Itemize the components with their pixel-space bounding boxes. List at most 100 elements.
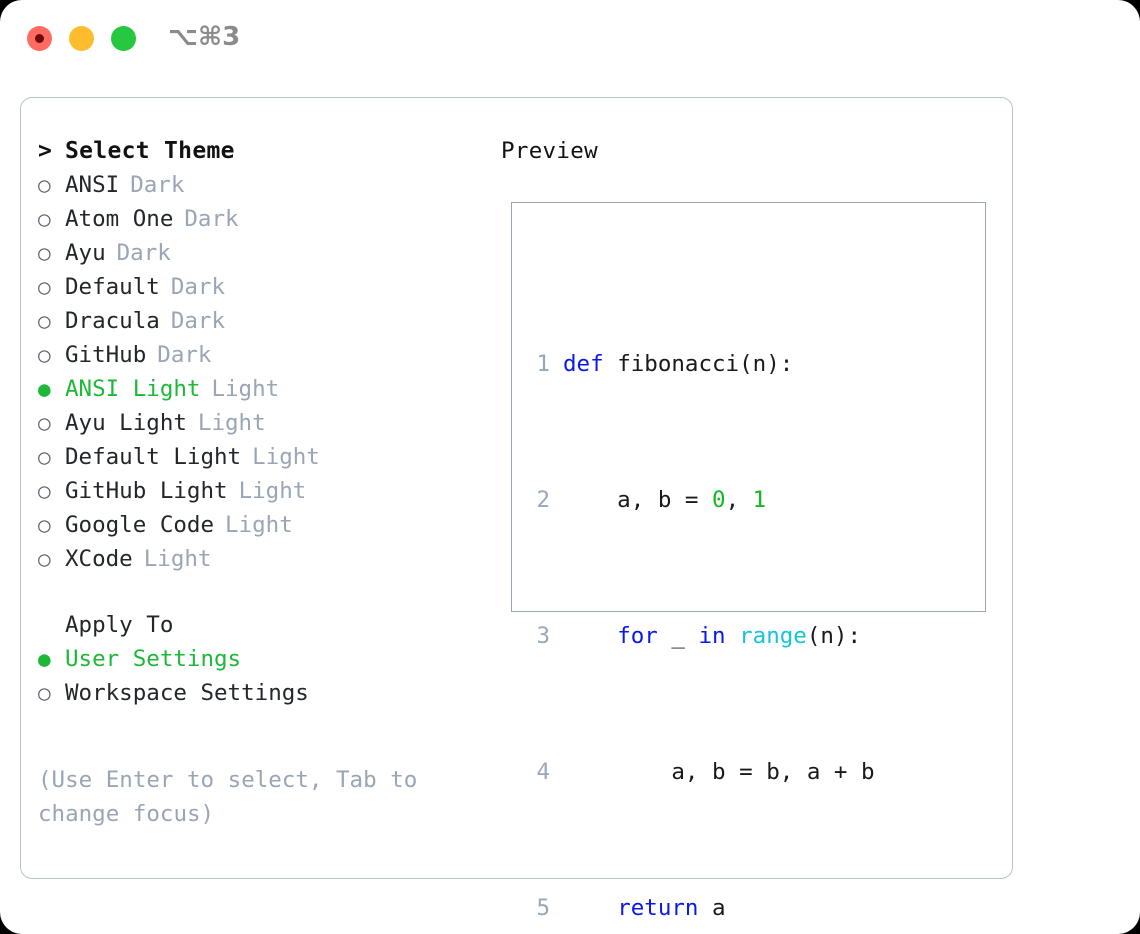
preview-pane: Preview 1 def fibonacci(n): 2 a, b = 0, 1… [501, 138, 996, 921]
minimize-button[interactable] [69, 26, 94, 51]
title-bar: ⌥⌘3 [0, 0, 1140, 78]
apply-to-user-settings[interactable]: ● User Settings [38, 646, 488, 680]
theme-name: Default [65, 274, 160, 300]
window-controls [27, 26, 136, 51]
code-token [563, 891, 617, 925]
code-token: , [725, 487, 753, 513]
code-token: a [698, 895, 726, 921]
maximize-button[interactable] [111, 26, 136, 51]
apply-to-option-label: User Settings [65, 646, 242, 672]
radio-selected-icon: ● [38, 377, 51, 401]
theme-item-atom-one-dark[interactable]: ○ Atom One Dark [38, 206, 488, 240]
preview-box: 1 def fibonacci(n): 2 a, b = 0, 1 3 for _… [511, 202, 986, 921]
code-token: def [563, 351, 618, 377]
radio-icon: ○ [38, 547, 51, 571]
radio-icon: ○ [38, 173, 51, 197]
theme-name: Default Light [65, 444, 242, 470]
theme-name: Ayu Light [65, 410, 187, 436]
theme-name: Ayu [65, 240, 106, 266]
code-line: 3 for _ in range(n): [526, 619, 897, 653]
radio-icon: ○ [38, 479, 51, 503]
code-line: 5 return a [526, 891, 897, 925]
preview-title: Preview [501, 138, 598, 164]
radio-icon: ○ [38, 343, 51, 367]
theme-item-github-light[interactable]: ○ GitHub Light Light [38, 478, 488, 512]
radio-icon: ○ [38, 445, 51, 469]
theme-kind-badge: Light [211, 376, 280, 402]
theme-item-default-light[interactable]: ○ Default Light Light [38, 444, 488, 478]
apply-to-label: Apply To [38, 612, 488, 646]
apply-to-heading: Apply To [65, 612, 174, 638]
line-number: 4 [536, 759, 550, 785]
theme-name: GitHub Light [65, 478, 228, 504]
code-token: in [698, 623, 726, 649]
code-line: 2 a, b = 0, 1 [526, 483, 897, 517]
code-sample: 1 def fibonacci(n): 2 a, b = 0, 1 3 for _… [526, 245, 897, 934]
theme-item-dracula-dark[interactable]: ○ Dracula Dark [38, 308, 488, 342]
close-button[interactable] [27, 26, 52, 51]
theme-name: Google Code [65, 512, 215, 538]
theme-kind-badge: Dark [116, 240, 171, 266]
apply-to-option-label: Workspace Settings [65, 680, 309, 706]
prompt-caret: > [38, 138, 53, 164]
code-token: 0 [712, 487, 726, 513]
line-number: 1 [536, 351, 550, 377]
code-token: 1 [752, 487, 767, 513]
theme-name: ANSI Light [65, 376, 201, 402]
theme-item-xcode[interactable]: ○ XCode Light [38, 546, 488, 580]
radio-icon: ○ [38, 207, 51, 231]
theme-item-ansi-dark[interactable]: ○ ANSI Dark [38, 172, 488, 206]
keyboard-hint-text: (Use Enter to select, Tab to change focu… [38, 767, 418, 827]
code-token [563, 619, 617, 653]
code-line: 1 def fibonacci(n): [526, 347, 897, 381]
radio-icon: ○ [38, 241, 51, 265]
theme-item-ayu-dark[interactable]: ○ Ayu Dark [38, 240, 488, 274]
radio-icon: ○ [38, 309, 51, 333]
theme-kind-badge: Dark [157, 342, 212, 368]
theme-item-default-dark[interactable]: ○ Default Dark [38, 274, 488, 308]
line-number: 2 [536, 487, 550, 513]
code-token [726, 619, 740, 653]
theme-name: Dracula [65, 308, 160, 334]
theme-item-ayu-light[interactable]: ○ Ayu Light Light [38, 410, 488, 444]
radio-selected-icon: ● [38, 647, 51, 671]
apply-to-workspace-settings[interactable]: ○ Workspace Settings [38, 680, 488, 714]
code-token: _ [657, 623, 699, 649]
theme-kind-badge: Dark [184, 206, 239, 232]
theme-kind-badge: Dark [170, 274, 226, 300]
code-line: 4 a, b = b, a + b [526, 755, 897, 789]
theme-kind-badge: Dark [130, 172, 185, 198]
theme-item-ansi-light[interactable]: ● ANSI Light Light [38, 376, 488, 410]
theme-kind-badge: Light [143, 546, 212, 572]
theme-kind-badge: Light [197, 410, 266, 436]
theme-item-github-dark[interactable]: ○ GitHub Dark [38, 342, 488, 376]
theme-name: GitHub [65, 342, 147, 368]
line-number: 5 [536, 895, 550, 921]
theme-name: XCode [65, 546, 133, 572]
section-spacer [38, 580, 488, 612]
theme-name: Atom One [65, 206, 174, 232]
radio-icon: ○ [38, 411, 51, 435]
keyboard-shortcut-label: ⌥⌘3 [168, 22, 241, 52]
code-token: range [739, 623, 807, 649]
code-token: a, b = b, a + b [563, 759, 875, 785]
radio-icon: ○ [38, 513, 51, 537]
theme-name: ANSI [65, 172, 120, 198]
code-token: (n): [806, 623, 862, 649]
code-token: for [617, 623, 658, 649]
theme-kind-badge: Dark [170, 308, 226, 334]
code-token: a, b = [563, 487, 713, 513]
theme-kind-badge: Light [225, 512, 293, 538]
radio-icon: ○ [38, 681, 51, 705]
radio-icon: ○ [38, 275, 51, 299]
line-number: 3 [536, 623, 550, 649]
code-token: fibonacci(n): [617, 351, 794, 377]
theme-kind-badge: Light [238, 478, 307, 504]
theme-item-google-code[interactable]: ○ Google Code Light [38, 512, 488, 546]
code-token: return [617, 895, 699, 921]
theme-kind-badge: Light [252, 444, 320, 470]
theme-picker-header: > Select Theme [38, 138, 488, 172]
page-title: Select Theme [65, 138, 235, 164]
